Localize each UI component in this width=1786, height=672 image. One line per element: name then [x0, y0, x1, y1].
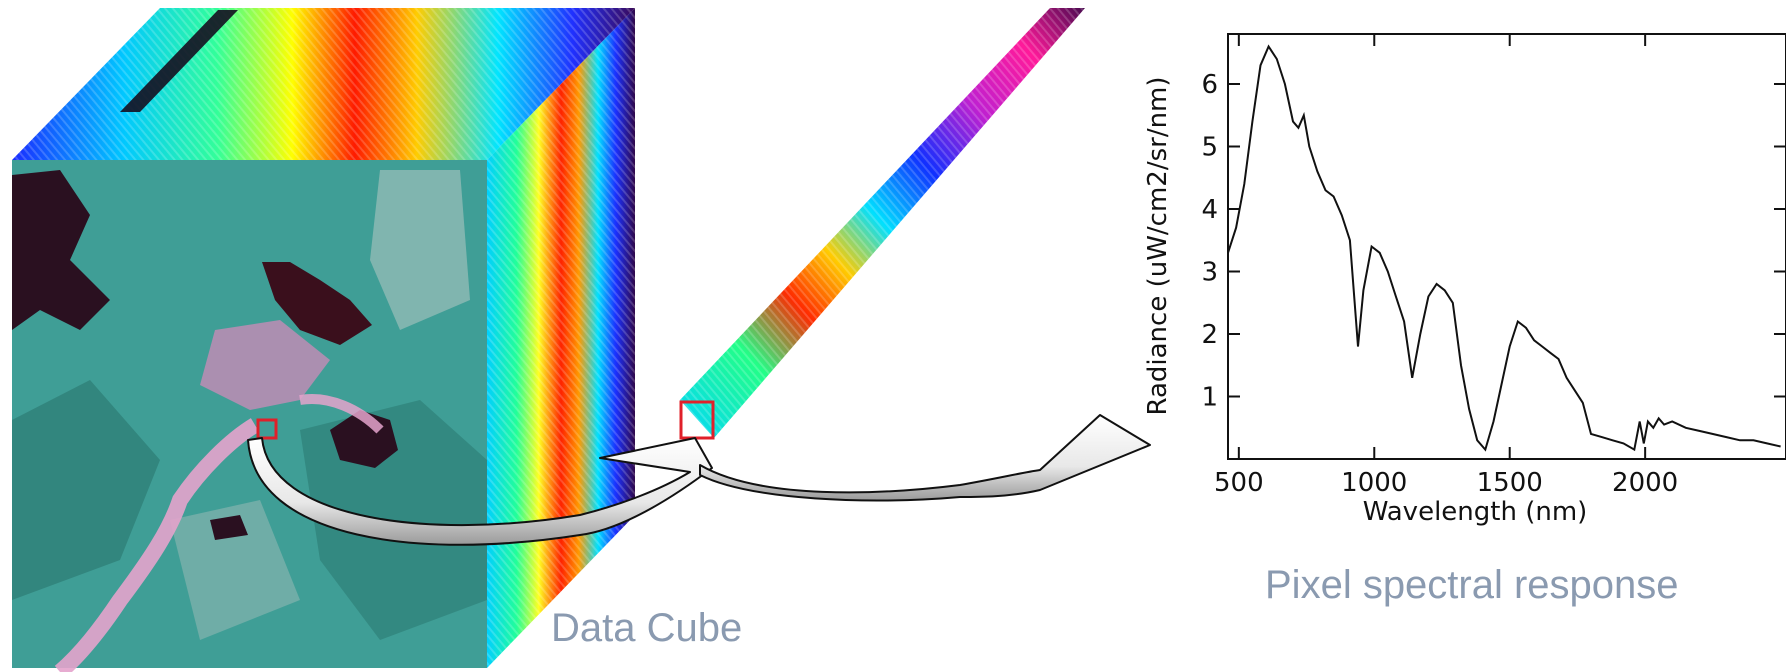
- spectrum-bar-texture: [680, 8, 1085, 438]
- y-tick-label: 6: [1201, 70, 1218, 100]
- cube-top-face-texture: [12, 8, 635, 160]
- y-tick-label: 5: [1201, 133, 1218, 163]
- y-axis-label: Radiance (uW/cm2/sr/nm): [1143, 76, 1173, 415]
- x-tick-label: 1500: [1477, 468, 1543, 498]
- y-tick-label: 4: [1201, 195, 1218, 225]
- spectral-response-chart: 500 1000 1500 2000 1 2 3 4 5 6 Radiance (uW/cm2/…: [1143, 33, 1786, 527]
- x-axis-ticks: 500 1000 1500 2000: [1214, 34, 1678, 498]
- data-cube: [12, 8, 635, 672]
- cube-to-bar-arrow: [247, 437, 713, 546]
- selected-pixel-marker: [256, 418, 278, 440]
- pixel-spectrum-bar: [679, 8, 1085, 440]
- x-tick-label: 500: [1214, 468, 1264, 498]
- water-body: [262, 262, 372, 345]
- radiance-series-line: [1227, 44, 1781, 452]
- x-tick-label: 1000: [1341, 468, 1407, 498]
- y-tick-label: 3: [1201, 258, 1218, 288]
- x-tick-label: 2000: [1612, 468, 1678, 498]
- bar-pixel-marker: [679, 400, 715, 440]
- cube-side-face-texture: [487, 8, 635, 668]
- chart-plot-frame: [1227, 33, 1786, 460]
- bar-to-chart-arrow: [699, 414, 1151, 502]
- y-axis-ticks: 1 2 3 4 5 6: [1201, 70, 1786, 413]
- clearing-patch: [170, 500, 300, 640]
- clearing-patch: [370, 170, 470, 330]
- curved-arrows: [247, 414, 1151, 546]
- y-tick-label: 1: [1201, 383, 1218, 413]
- cube-front-image: [12, 160, 487, 672]
- water-body: [12, 170, 110, 330]
- data-cube-caption: Data Cube: [551, 606, 743, 650]
- town-area: [200, 320, 330, 410]
- water-body: [210, 515, 248, 540]
- y-tick-label: 2: [1201, 320, 1218, 350]
- spectrum-caption: Pixel spectral response: [1265, 563, 1679, 607]
- river-edge: [299, 394, 384, 434]
- x-axis-label: Wavelength (nm): [1363, 497, 1588, 527]
- cube-top-dark-band: [120, 10, 238, 112]
- forest-patch: [12, 380, 160, 600]
- river: [54, 418, 260, 672]
